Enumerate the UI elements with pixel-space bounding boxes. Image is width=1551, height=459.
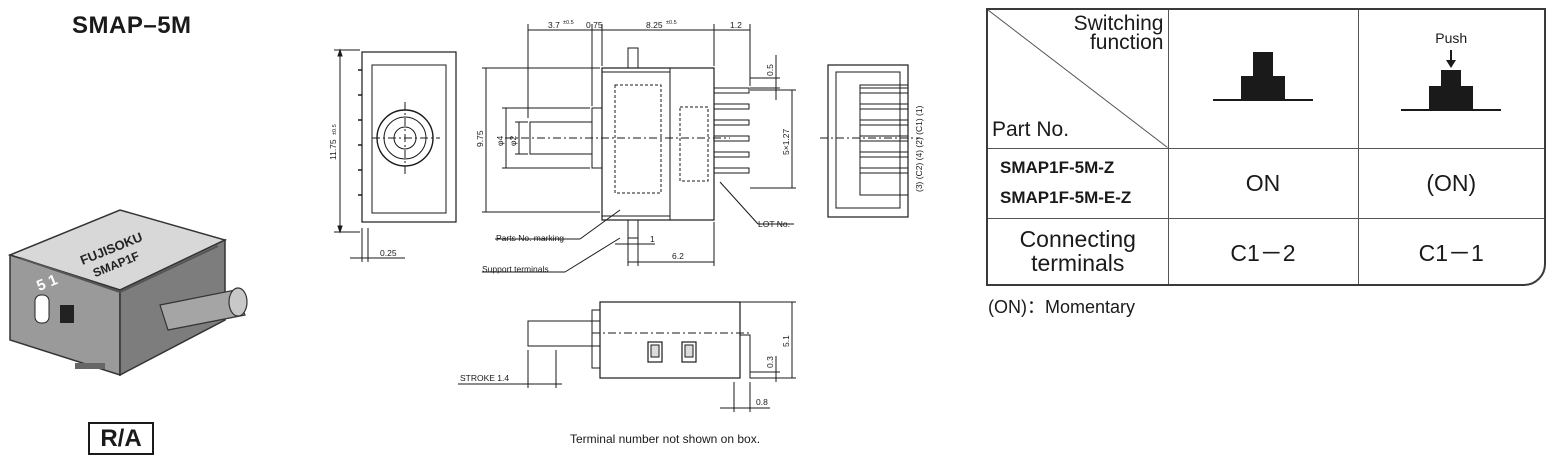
dim-8-25: 8.25 [646,20,663,30]
dim-3-7: 3.7 [548,20,560,30]
dim-5x1-27: 5×1.27 [781,128,791,155]
dim-11-75: 11.75 [328,139,338,160]
col-header-on [1167,10,1359,149]
push-label: Push [1435,30,1468,47]
product-photo: FUJISOKU SMAP1F 5 1 [7,209,248,377]
button-push-icon [1401,50,1502,112]
photo-code-text: 5 1 [34,271,60,295]
connecting-value-push: C1－1 [1357,217,1544,284]
dim-0-8: 0.8 [756,397,768,407]
terminals-text: terminals [1031,250,1125,277]
dim-phi4: φ4 [495,135,505,146]
dim-1: 1 [650,234,655,244]
drawing-note: Terminal number not shown on box. [569,432,761,446]
dim-8-25-tol: ±0.5 [666,20,677,26]
dim-1-2: 1.2 [730,20,742,30]
part-no-2: SMAP1F-5M-E-Z [1000,188,1132,207]
header-function-text: function [1089,31,1164,54]
dim-0-25: 0.25 [380,248,397,258]
header-switching-text: Switching [1073,12,1164,35]
dim-6-2: 6.2 [672,251,684,261]
label-lot-no: LOT No. [758,219,790,229]
dim-0-3: 0.3 [765,356,775,368]
bottom-view: 5.1 0.3 0.8 STROKE 1.4 [458,301,796,412]
dim-0-5: 0.5 [765,64,775,76]
dim-0-75: 0.75 [586,20,603,30]
dim-5-1: 5.1 [781,335,791,347]
col-header-push: Push [1357,10,1544,149]
connecting-value-on: C1－2 [1167,217,1359,284]
technical-drawing: 11.75 ±0.5 0.25 [328,20,924,412]
label-support-terminals: Support terminals [482,264,549,274]
label-parts-no-marking: Parts No. marking [496,233,564,243]
value-momentary-on: (ON) [1357,147,1544,219]
front-view: 11.75 ±0.5 0.25 [328,48,457,262]
dim-11-75-tol: ±0.5 [332,124,338,135]
side-view: 3.7 ±0.5 0.75 8.25 ±0.5 1.2 0.5 5×1.27 9… [475,20,796,274]
header-part-no: Part No. [992,117,1070,141]
connecting-text: Connecting [1019,226,1136,253]
header-switching-function: Switching function [1073,12,1164,54]
value-on: ON [1167,147,1359,219]
header-diagonal-cell: Switching function Part No. [988,10,1169,149]
ra-badge: R/A [88,422,154,455]
end-view: (3) (C2) (4) (2) (C1) (1) [820,64,924,218]
label-terminal-numbers: (3) (C2) (4) (2) (C1) (1) [914,105,924,192]
legend-momentary: (ON)：Momentary [988,297,1136,317]
connecting-terminals-label: Connecting terminals [988,217,1169,284]
spec-table: Switching function Part No. Push [986,8,1546,286]
dim-9-75: 9.75 [475,130,485,147]
dim-3-7-tol: ±0.5 [563,20,574,26]
dim-phi2: φ2 [508,135,518,146]
label-stroke: STROKE 1.4 [460,373,509,383]
button-on-icon [1213,52,1313,102]
product-title: SMAP–5M [72,12,192,39]
diagonal-line [988,10,1168,148]
part-numbers-cell: SMAP1F-5M-Z SMAP1F-5M-E-Z [988,147,1169,219]
part-no-1: SMAP1F-5M-Z [1000,158,1115,177]
